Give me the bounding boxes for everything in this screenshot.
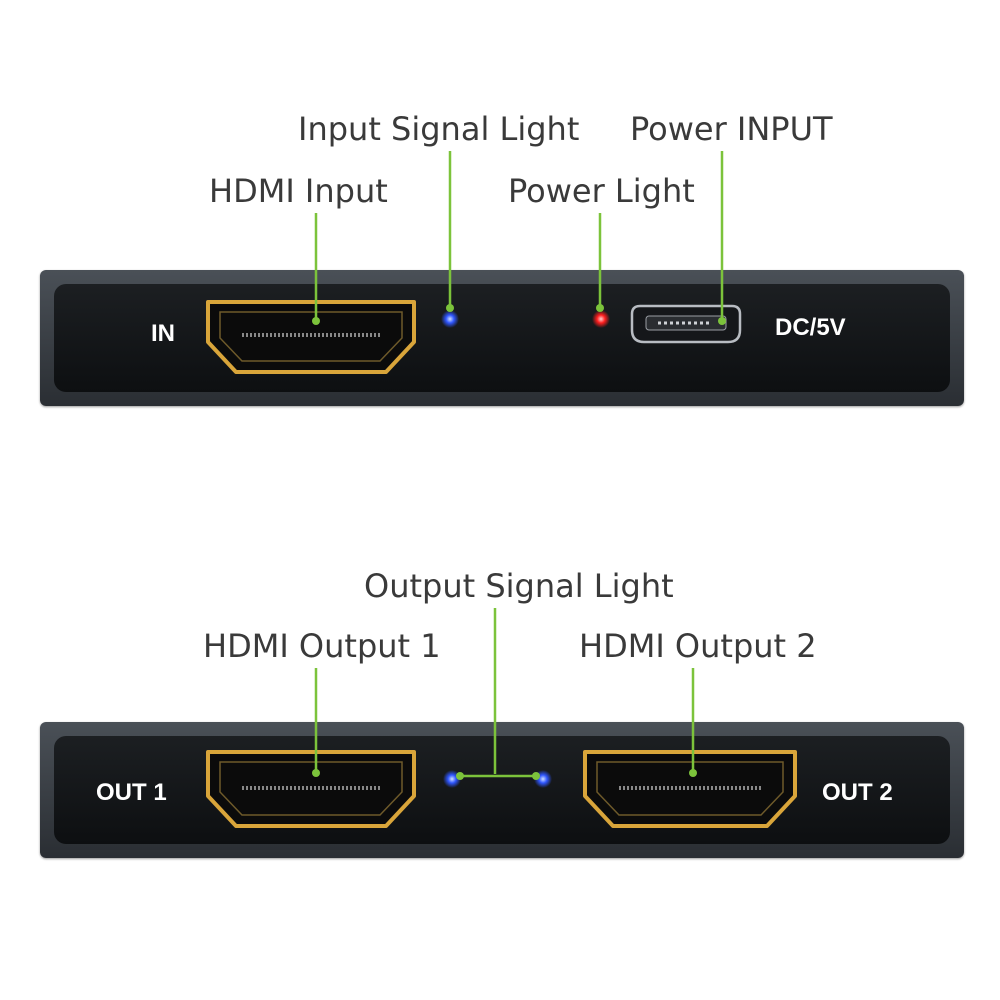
callout-input-signal-light: Input Signal Light	[298, 110, 580, 148]
input-side-panel	[54, 284, 950, 392]
splitter-output-side	[40, 722, 964, 858]
callout-output-signal-light: Output Signal Light	[364, 567, 674, 605]
callout-hdmi-output-1: HDMI Output 1	[203, 627, 441, 665]
splitter-input-side	[40, 270, 964, 406]
callout-hdmi-output-2: HDMI Output 2	[579, 627, 817, 665]
port-label-dc: DC/5V	[775, 314, 846, 341]
callout-power-light: Power Light	[508, 172, 695, 210]
callout-power-input: Power INPUT	[630, 110, 833, 148]
output-side-panel	[54, 736, 950, 844]
port-label-in: IN	[151, 320, 175, 347]
callout-hdmi-input: HDMI Input	[209, 172, 388, 210]
port-label-out2: OUT 2	[822, 779, 893, 806]
port-label-out1: OUT 1	[96, 779, 167, 806]
